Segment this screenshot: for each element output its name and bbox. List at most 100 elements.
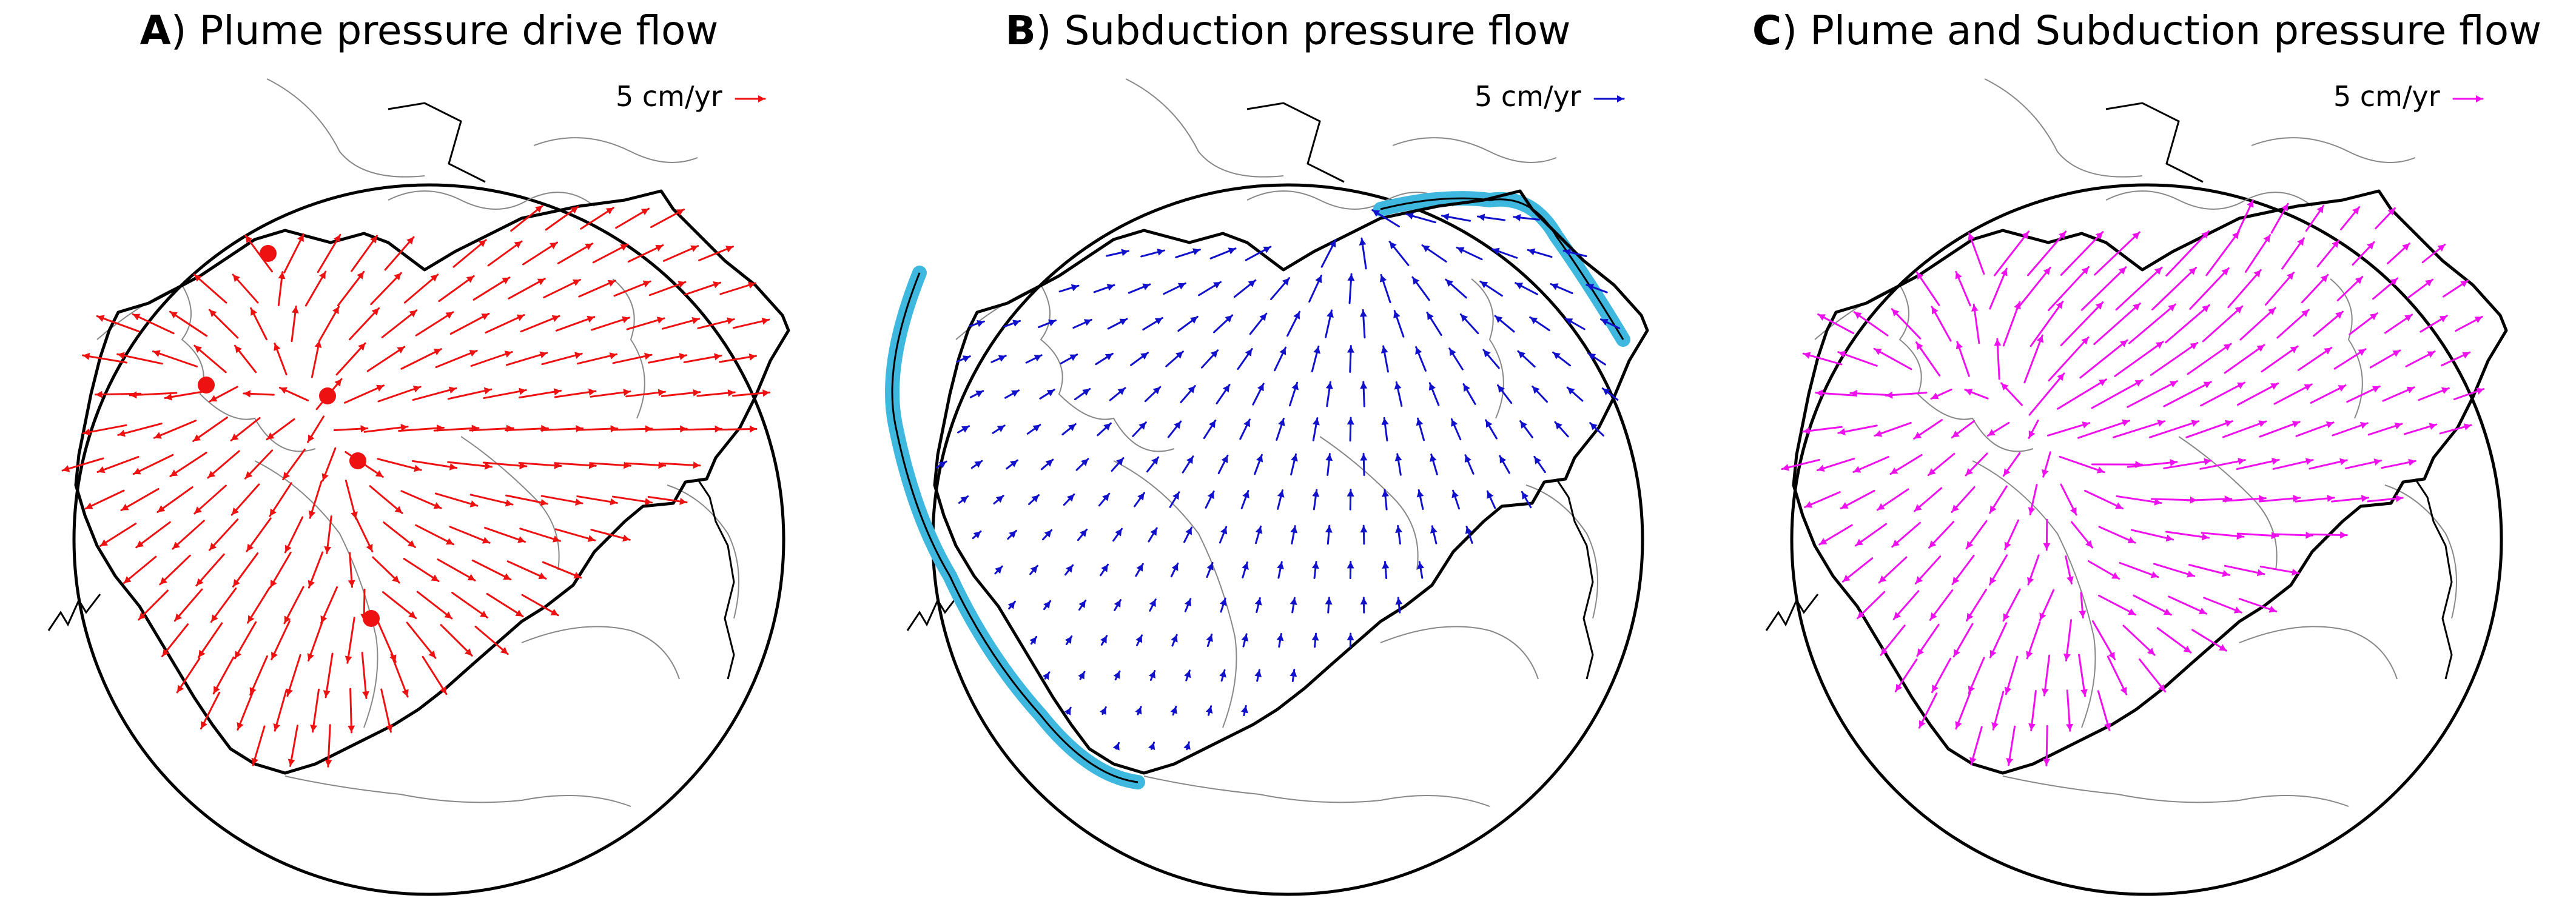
velocity-arrow bbox=[449, 312, 490, 335]
velocity-arrow bbox=[271, 620, 291, 661]
velocity-arrow bbox=[1450, 418, 1462, 441]
velocity-arrow bbox=[96, 456, 140, 474]
velocity-arrow bbox=[411, 460, 458, 471]
velocity-arrow bbox=[2071, 521, 2094, 549]
velocity-arrow bbox=[469, 494, 514, 507]
velocity-arrow bbox=[2227, 269, 2262, 309]
velocity-arrow bbox=[1965, 452, 1988, 477]
velocity-arrow bbox=[2440, 351, 2471, 367]
coastline bbox=[2239, 626, 2398, 680]
velocity-arrow bbox=[1144, 386, 1162, 403]
velocity-arrow bbox=[169, 310, 208, 337]
velocity-arrow bbox=[230, 483, 260, 516]
velocity-arrow bbox=[384, 236, 415, 271]
velocity-arrow bbox=[2352, 241, 2375, 266]
velocity-arrow bbox=[1994, 230, 2030, 276]
velocity-arrow bbox=[2259, 421, 2301, 438]
velocity-arrow bbox=[1220, 597, 1227, 613]
velocity-arrow bbox=[412, 386, 457, 401]
velocity-arrow bbox=[81, 352, 128, 364]
velocity-arrow bbox=[1464, 454, 1475, 475]
velocity-arrow bbox=[2151, 266, 2198, 311]
velocity-arrow bbox=[1564, 317, 1586, 330]
velocity-arrow bbox=[324, 515, 332, 554]
velocity-arrow bbox=[2316, 239, 2340, 267]
velocity-arrow bbox=[732, 317, 770, 329]
coastline bbox=[460, 436, 560, 571]
velocity-arrow bbox=[193, 273, 227, 304]
velocity-arrow bbox=[957, 425, 970, 434]
velocity-arrow bbox=[1312, 417, 1320, 441]
velocity-arrow bbox=[1405, 212, 1436, 224]
panel-b: B) Subduction pressure flow 5 cm/yr bbox=[859, 0, 1717, 901]
velocity-arrow bbox=[2272, 458, 2314, 470]
velocity-arrow bbox=[1430, 525, 1438, 544]
velocity-arrow bbox=[197, 622, 223, 658]
velocity-arrow bbox=[1276, 418, 1285, 441]
velocity-arrow bbox=[1360, 597, 1368, 614]
velocity-arrow bbox=[2261, 345, 2299, 373]
velocity-arrow bbox=[1184, 669, 1191, 682]
velocity-arrow bbox=[403, 273, 439, 304]
velocity-arrow bbox=[1956, 341, 1970, 377]
velocity-arrow bbox=[1270, 277, 1291, 300]
velocity-arrow bbox=[505, 351, 548, 366]
velocity-arrow bbox=[1058, 284, 1080, 293]
velocity-arrow bbox=[1112, 742, 1120, 751]
velocity-arrow bbox=[1288, 381, 1299, 407]
velocity-arrow bbox=[1394, 381, 1403, 407]
velocity-arrow bbox=[1347, 417, 1354, 442]
velocity-arrow bbox=[1274, 346, 1287, 372]
velocity-arrow bbox=[1931, 657, 1952, 694]
velocity-arrow bbox=[625, 461, 667, 469]
velocity-arrow bbox=[2367, 422, 2403, 436]
velocity-arrow bbox=[2297, 347, 2333, 371]
velocity-arrow bbox=[2026, 230, 2067, 276]
velocity-arrow bbox=[1916, 623, 1940, 657]
panel-c: C) Plume and Subduction pressure flow 5 … bbox=[1718, 0, 2576, 901]
panel-b-legend-label: 5 cm/yr bbox=[1475, 80, 1581, 113]
velocity-arrow bbox=[449, 526, 491, 544]
velocity-arrow bbox=[1441, 213, 1471, 222]
velocity-arrow bbox=[1100, 563, 1109, 577]
legend-arrow-icon bbox=[735, 95, 766, 102]
velocity-arrow bbox=[1106, 249, 1129, 257]
velocity-arrow bbox=[1241, 705, 1248, 717]
panel-b-title: B) Subduction pressure flow bbox=[859, 7, 1717, 54]
velocity-arrow bbox=[1177, 315, 1199, 332]
velocity-arrow bbox=[2222, 420, 2267, 438]
velocity-arrow bbox=[1290, 453, 1298, 476]
velocity-arrow bbox=[2387, 243, 2410, 264]
velocity-arrow bbox=[2004, 519, 2019, 551]
velocity-arrow bbox=[662, 245, 699, 262]
velocity-arrow bbox=[1063, 493, 1075, 506]
velocity-arrow bbox=[1853, 311, 1889, 337]
velocity-arrow bbox=[308, 551, 324, 589]
velocity-arrow bbox=[1599, 318, 1621, 329]
velocity-arrow bbox=[1476, 213, 1506, 221]
velocity-arrow bbox=[2168, 595, 2207, 615]
velocity-arrow bbox=[2156, 627, 2192, 654]
velocity-arrow bbox=[1233, 279, 1257, 298]
plate-boundary bbox=[74, 189, 790, 775]
panel-c-title: C) Plume and Subduction pressure flow bbox=[1718, 7, 2576, 54]
velocity-arrow bbox=[380, 688, 393, 733]
velocity-arrow bbox=[2150, 341, 2199, 377]
velocity-arrow bbox=[99, 523, 137, 547]
plume-marker bbox=[349, 452, 366, 469]
velocity-arrow bbox=[1986, 421, 2010, 437]
velocity-arrow bbox=[2043, 725, 2051, 767]
velocity-arrow bbox=[2244, 234, 2272, 273]
velocity-arrow bbox=[348, 688, 355, 734]
velocity-arrow bbox=[1169, 491, 1180, 508]
velocity-arrow bbox=[415, 311, 454, 337]
velocity-arrow bbox=[1430, 454, 1438, 475]
velocity-arrow bbox=[348, 552, 355, 588]
velocity-arrow bbox=[1325, 524, 1333, 545]
velocity-arrow bbox=[234, 344, 257, 373]
coastline bbox=[667, 484, 739, 619]
velocity-arrow bbox=[2116, 495, 2162, 506]
velocity-arrow bbox=[590, 461, 631, 469]
velocity-arrow bbox=[1415, 346, 1427, 372]
velocity-arrow bbox=[1277, 561, 1284, 579]
